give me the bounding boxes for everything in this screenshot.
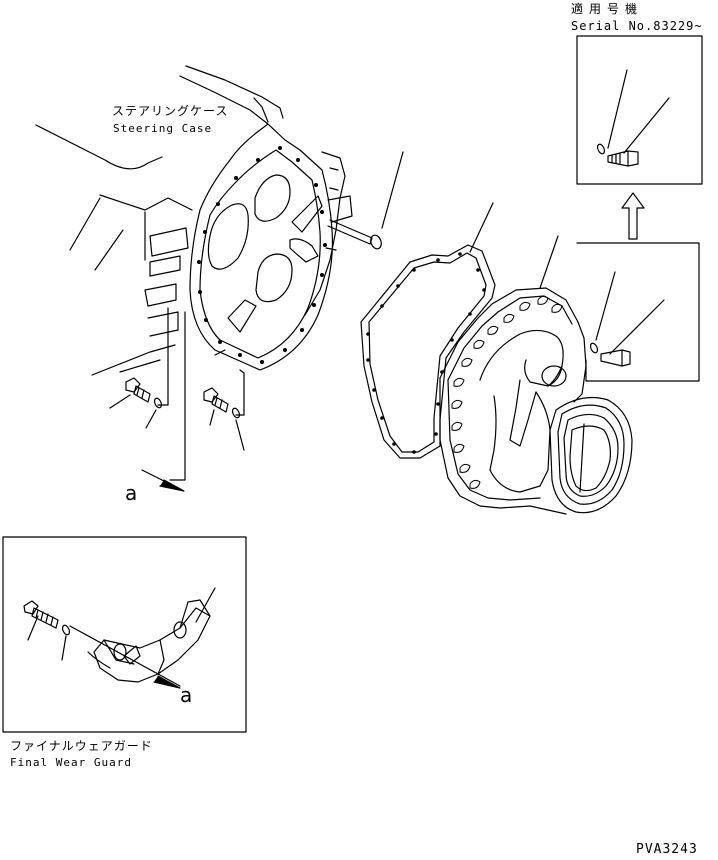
ref-arrow-a-main (141, 469, 185, 492)
final-wear-guard-label-jp: ファイナルウェアガード (10, 739, 153, 753)
ref-a-inset-label: a (180, 683, 193, 707)
final-wear-guard-inset (2, 536, 247, 733)
gasket-drawing (360, 202, 496, 459)
drawing-code: PVA3243 (636, 842, 698, 857)
dowel-pin (327, 151, 404, 250)
serial-title: 適用号機 (571, 2, 644, 16)
final-wear-guard-label-en: Final Wear Guard (10, 756, 132, 769)
up-arrow-icon (621, 192, 645, 240)
steering-case-rear-flange (304, 151, 353, 316)
serial-range: Serial No.83229~ (571, 19, 703, 33)
steering-case-label-jp: ステアリングケース (112, 104, 229, 118)
serial-inset-box (576, 35, 703, 185)
bolt-set-left (109, 377, 163, 429)
bolt-detail-box (576, 242, 700, 382)
steering-case-flange (189, 123, 333, 371)
final-drive-case (439, 235, 633, 515)
steering-case-label-en: Steering Case (113, 122, 213, 135)
ref-a-main-label: a (125, 481, 138, 505)
bolt-set-middle (203, 387, 245, 451)
